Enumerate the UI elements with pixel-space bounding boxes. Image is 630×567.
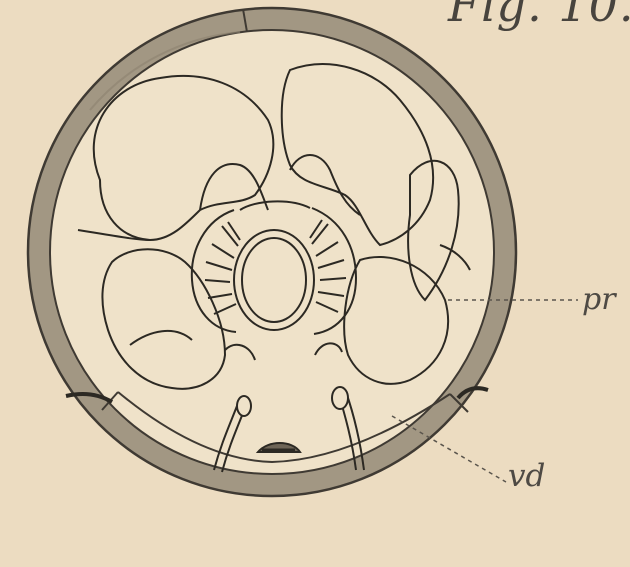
figure-title: Fig. 10.	[448, 0, 630, 32]
label-pr: pr	[582, 282, 616, 317]
label-vd: vd	[508, 458, 545, 494]
body-wall	[28, 8, 516, 496]
